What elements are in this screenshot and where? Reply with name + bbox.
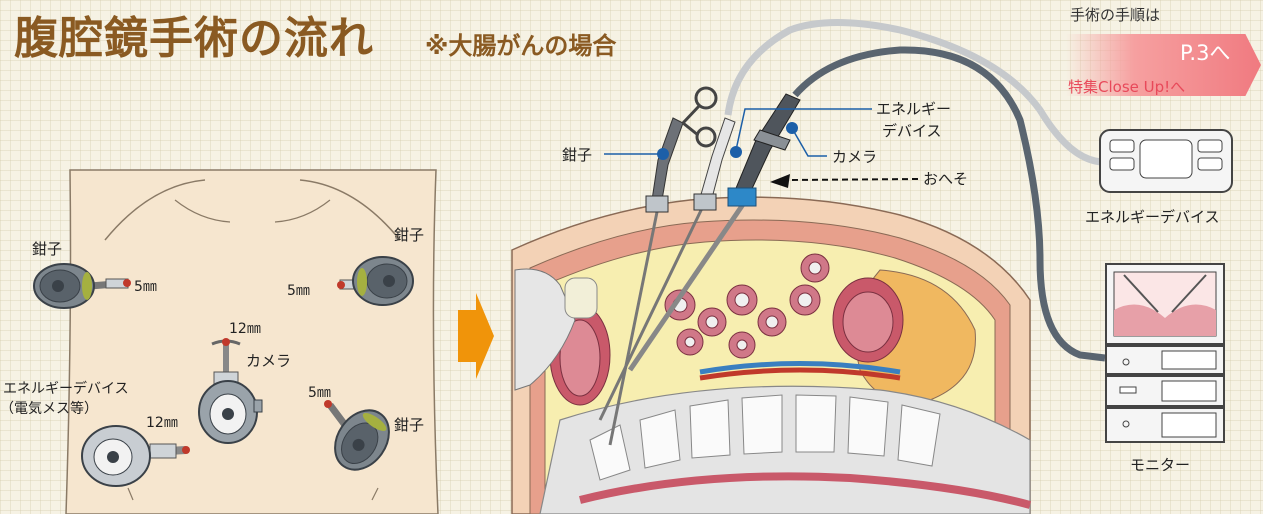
label-forceps-left: 鉗子 [32,238,62,259]
label-energy-device-note: （電気メス等） [0,398,98,418]
camera-pointer-dot [786,122,798,134]
label-forceps-lower: 鉗子 [394,414,424,435]
label-camera-section: カメラ [832,146,877,167]
energy-device-unit [1100,130,1232,192]
energy-pointer-dot [730,146,742,158]
label-energy-size: 12㎜ [146,412,178,432]
label-monitor: モニター [1130,454,1190,475]
label-energy-device-line2: デバイス [882,120,942,141]
camera-leader [793,130,827,156]
label-navel: おへそ [923,168,968,189]
navel-arrowhead [770,174,790,188]
label-forceps-lower-size: 5㎜ [308,382,331,402]
label-energy-device-line1: エネルギー [876,98,951,119]
label-size-left: 5㎜ [134,276,157,296]
label-forceps-right: 鉗子 [394,224,424,245]
label-energy-device-unit: エネルギーデバイス [1085,206,1220,227]
label-forceps-section: 鉗子 [562,144,592,165]
forceps-pointer-dot [657,148,669,160]
label-size-right: 5㎜ [287,280,310,300]
abdomen-cross-section [512,197,1030,514]
transition-arrow [458,293,494,379]
navel-leader [790,179,918,180]
label-camera-port: カメラ [246,350,291,371]
label-camera-size: 12㎜ [229,318,261,338]
label-energy-device-port: エネルギーデバイス [3,378,129,398]
monitor-tower [1106,264,1224,442]
